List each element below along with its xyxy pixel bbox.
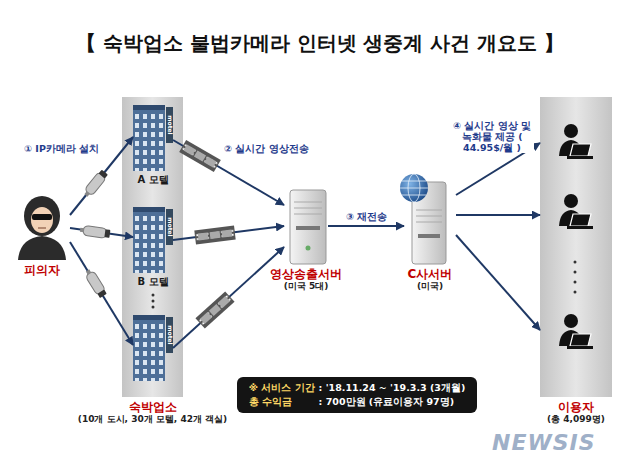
ip-camera: [82, 169, 109, 199]
motel-building: A 모텔: [133, 103, 173, 171]
suspect-icon: [38, 227, 46, 228]
node-text: (10개 도시, 30개 모텔, 42개 객실): [78, 414, 227, 425]
flow-arrow: [456, 214, 540, 216]
ellipsis-dots: [152, 306, 155, 309]
relay-server-icon: [400, 174, 446, 264]
node-text: (미국 5대): [270, 281, 342, 292]
server-icon: [296, 226, 320, 230]
node-text: : 700만원 (유료이용자 97명): [319, 396, 466, 408]
node-heading: A 모텔: [137, 174, 168, 186]
streaming-server: 영상송출서버(미국 5대): [284, 188, 328, 264]
relay-server: C사서버(미국): [404, 172, 456, 264]
step-label: ① IP카메라 설치: [22, 143, 101, 154]
motel-building: [133, 105, 173, 171]
ellipsis-dots: [574, 291, 577, 294]
ellipsis-dots: [574, 261, 577, 264]
film-strip: [195, 291, 234, 328]
server-icon: [290, 190, 326, 264]
step-label: ② 실시간 영상전송: [222, 143, 311, 154]
relay-server-icon: [418, 234, 440, 238]
diagram-title: 【 숙박업소 불법카메라 인터넷 생중계 사건 개요도 】: [0, 30, 640, 57]
node-heading: 영상송출서버: [270, 267, 342, 281]
server-icon: [306, 246, 311, 251]
node-text: : '18.11.24 ~ '19.3.3 (3개월): [319, 382, 466, 394]
motel-building: B 모텔: [133, 205, 173, 273]
summary-box: ※ 서비스 기간 : '18.11.24 ~ '19.3.3 (3개월) 총 수익금…: [237, 377, 478, 413]
node-text: (미국): [408, 281, 453, 292]
node-caption: 영상송출서버(미국 5대): [270, 267, 342, 292]
ip-camera: [83, 268, 107, 299]
node-heading: ※ 서비스 기간: [249, 382, 315, 394]
ellipsis-dots: [152, 294, 155, 297]
node-text: 총 수익금: [249, 396, 315, 408]
user-band: 이용자(총 4,099명): [540, 97, 612, 397]
sign-text: motel: [166, 115, 173, 134]
ellipsis-dots: [574, 281, 577, 284]
user-icon: [559, 124, 593, 159]
flow-arrows: [173, 247, 284, 348]
node-caption: B 모텔: [137, 276, 168, 288]
lodging-band: 숙박업소(10개 도시, 30개 모텔, 42개 객실)A 모텔B 모텔: [122, 97, 183, 397]
user-band-ground: [540, 97, 612, 397]
relay-server-icon: [416, 210, 442, 222]
step-label: ④ 실시간 영상 및 녹화물 제공 ( 44.95$/월 ): [450, 120, 534, 153]
ellipsis-dots: [574, 271, 577, 274]
suspect-figure: 피의자: [14, 195, 70, 260]
node-heading: 피의자: [24, 263, 60, 277]
motel-building: [133, 207, 173, 273]
suspect-icon: [31, 207, 53, 233]
sign-text: motel: [166, 217, 173, 236]
relay-server-icon: [400, 181, 428, 195]
flow-arrows: [456, 235, 540, 330]
suspect-icon: [18, 236, 66, 260]
relay-server-icon: [400, 174, 428, 202]
node-caption: 피의자: [24, 263, 60, 277]
server-icon: [294, 202, 322, 214]
film-strip: [194, 226, 235, 245]
suspect-icon: [32, 214, 52, 220]
node-heading: C사서버: [408, 267, 453, 281]
node-heading: B 모텔: [137, 276, 168, 288]
lodging-band-ground: [122, 97, 183, 397]
suspect-icon: [24, 196, 60, 236]
server-icon: [290, 190, 326, 264]
node-caption: C사서버(미국): [408, 267, 453, 292]
step-label: ③ 재전송: [344, 211, 389, 222]
flow-arrows: [70, 143, 540, 348]
user-icon: [559, 194, 593, 229]
node-text: (총 4,099명): [547, 414, 605, 425]
node-caption: A 모텔: [137, 174, 168, 186]
node-caption: 숙박업소(10개 도시, 30개 모텔, 42개 객실): [78, 400, 227, 425]
user-icon: [559, 314, 593, 349]
flow-arrow: [328, 225, 404, 227]
ip-camera: [79, 225, 110, 239]
film-strip: [179, 140, 221, 172]
flow-arrows: [70, 242, 133, 345]
suspect-icon: [18, 196, 66, 260]
sign-text: motel: [166, 325, 173, 344]
ellipsis-dots: [152, 300, 155, 303]
node-caption: 이용자(총 4,099명): [547, 400, 605, 425]
node-heading: 숙박업소: [78, 400, 227, 414]
node-heading: 이용자: [547, 400, 605, 414]
motel-building: [133, 315, 173, 381]
watermark: NEWSIS: [492, 430, 596, 455]
